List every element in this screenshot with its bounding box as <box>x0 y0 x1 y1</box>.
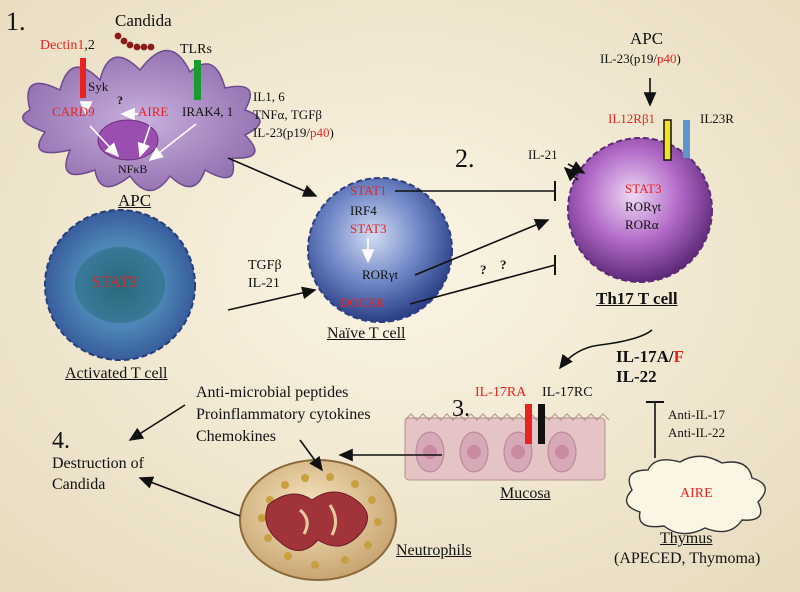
cytokine-line-3: IL-23(p19/p40) <box>253 125 334 140</box>
thymus-label: Thymus <box>660 530 713 547</box>
pathway-arrows <box>128 78 664 517</box>
question-mark: ? <box>117 93 123 107</box>
anti-il22-label: Anti-IL-22 <box>668 425 726 440</box>
step-number-1: 1. <box>6 7 26 36</box>
step-number-2: 2. <box>455 144 475 173</box>
il21-th17-label: IL-21 <box>528 147 558 162</box>
activated-to-naive-arrow <box>227 286 317 311</box>
il23-prefix: IL-23(p19/ <box>253 125 311 140</box>
thymus-subtitle: (APECED, Thymoma) <box>614 550 761 567</box>
chemokines-label: Chemokines <box>196 428 276 445</box>
apc-signaling-arrows <box>79 101 197 161</box>
candida-label: Candida <box>115 11 172 30</box>
destruction-line-2: Candida <box>52 476 106 493</box>
il23-right-suffix: ) <box>676 51 681 66</box>
il17rc-receptor-icon <box>538 404 545 444</box>
il12rb1-receptor-icon <box>663 119 672 161</box>
syk-label: Syk <box>88 79 109 94</box>
activated-t-cell-label: Activated T cell <box>65 365 168 382</box>
dock8-inhibition-line <box>409 264 556 305</box>
il17ra-label: IL-17RA <box>475 385 527 400</box>
question-mark-2: ? <box>500 257 507 272</box>
effectors-to-neutrophil-arrow <box>299 439 323 472</box>
il12rb1-label: IL12Rβ1 <box>608 111 656 126</box>
destruction-line-1: Destruction of <box>52 455 144 472</box>
thymus-aire-label: AIRE <box>680 486 713 501</box>
apc-right-label: APC <box>630 29 664 48</box>
il23r-label: IL23R <box>700 111 734 126</box>
naive-t-cell-label: Naïve T cell <box>327 325 406 342</box>
tgfb-label: TGFβ <box>248 258 282 273</box>
th17-rora-label: RORα <box>625 217 659 232</box>
p40-text: p40 <box>310 125 330 140</box>
step-number-4: 4. <box>52 428 70 454</box>
il22-label: IL-22 <box>616 367 657 386</box>
mucosa-label: Mucosa <box>500 485 551 502</box>
neutrophil-cell <box>239 459 397 581</box>
aire-label: AIRE <box>138 104 169 119</box>
question-mark-1: ? <box>480 262 487 277</box>
thymus-cloud-icon <box>625 455 766 535</box>
tlrs-label: TLRs <box>180 42 212 57</box>
dectin-label: Dectin1,2 <box>40 38 95 53</box>
stat1-label: STAT1 <box>350 183 387 198</box>
il23r-receptor-icon <box>683 120 690 158</box>
step-number-3: 3. <box>452 396 470 422</box>
naive-t-cell <box>307 177 453 323</box>
naive-stat3-label: STAT3 <box>350 221 387 236</box>
il21-activated-label: IL-21 <box>248 276 280 291</box>
th17-cell-label: Th17 T cell <box>596 289 678 308</box>
candida-chain <box>114 32 155 51</box>
th17-stat3-label: STAT3 <box>625 181 662 196</box>
il17f-text: F <box>673 347 685 366</box>
il17rc-label: IL-17RC <box>542 385 593 400</box>
cytokine-line-1: IL1, 6 <box>253 89 285 104</box>
cytokine-line-2: TNFα, TGFβ <box>253 107 323 122</box>
mucosa-epithelium <box>404 413 610 481</box>
anti-microbial-label: Anti-microbial peptides <box>196 384 349 401</box>
il17a-label: IL-17A/F <box>616 347 685 367</box>
apc-to-naive-arrow <box>227 157 318 197</box>
card9-label: CARD9 <box>52 104 95 119</box>
il23-suffix: ) <box>329 125 334 140</box>
irf4-label: IRF4 <box>350 203 377 218</box>
irak-label: IRAK4, 1 <box>182 104 234 119</box>
dectin-receptor-icon <box>80 58 86 98</box>
apc-label: APC <box>118 191 152 210</box>
il23-right-prefix: IL-23(p19/ <box>600 51 658 66</box>
dectin1-text: Dectin1 <box>40 38 85 53</box>
p40-right-text: p40 <box>657 51 677 66</box>
il17a-prefix: IL-17A/ <box>616 347 674 366</box>
neutrophil-to-destruction-arrow <box>138 476 241 517</box>
th17-cell <box>567 137 713 283</box>
rorgt-naive-label: RORγt <box>362 267 399 282</box>
il17ra-receptor-icon <box>525 404 532 444</box>
dectin-suffix-text: ,2 <box>84 38 95 53</box>
il21-feedback-arrow-out <box>563 166 579 182</box>
dock8-label: DOCK8 <box>340 295 384 310</box>
anti-il17-label: Anti-IL-17 <box>668 407 726 422</box>
nfkb-label: NFκB <box>118 162 148 176</box>
tlr-receptor-icon <box>194 60 201 100</box>
effectors-to-destruction-arrow <box>128 404 186 441</box>
proinflammatory-label: Proinflammatory cytokines <box>196 406 371 423</box>
rorgt-to-th17-arrow <box>414 218 550 276</box>
neutrophils-label: Neutrophils <box>396 542 472 559</box>
activated-t-cell <box>44 209 196 361</box>
activated-stat3-label: STAT3 <box>92 274 137 291</box>
th17-to-mucosa-arrow <box>559 329 653 370</box>
apc-right-il23: IL-23(p19/p40) <box>600 51 681 66</box>
th17-rorgt-label: RORγt <box>625 199 662 214</box>
